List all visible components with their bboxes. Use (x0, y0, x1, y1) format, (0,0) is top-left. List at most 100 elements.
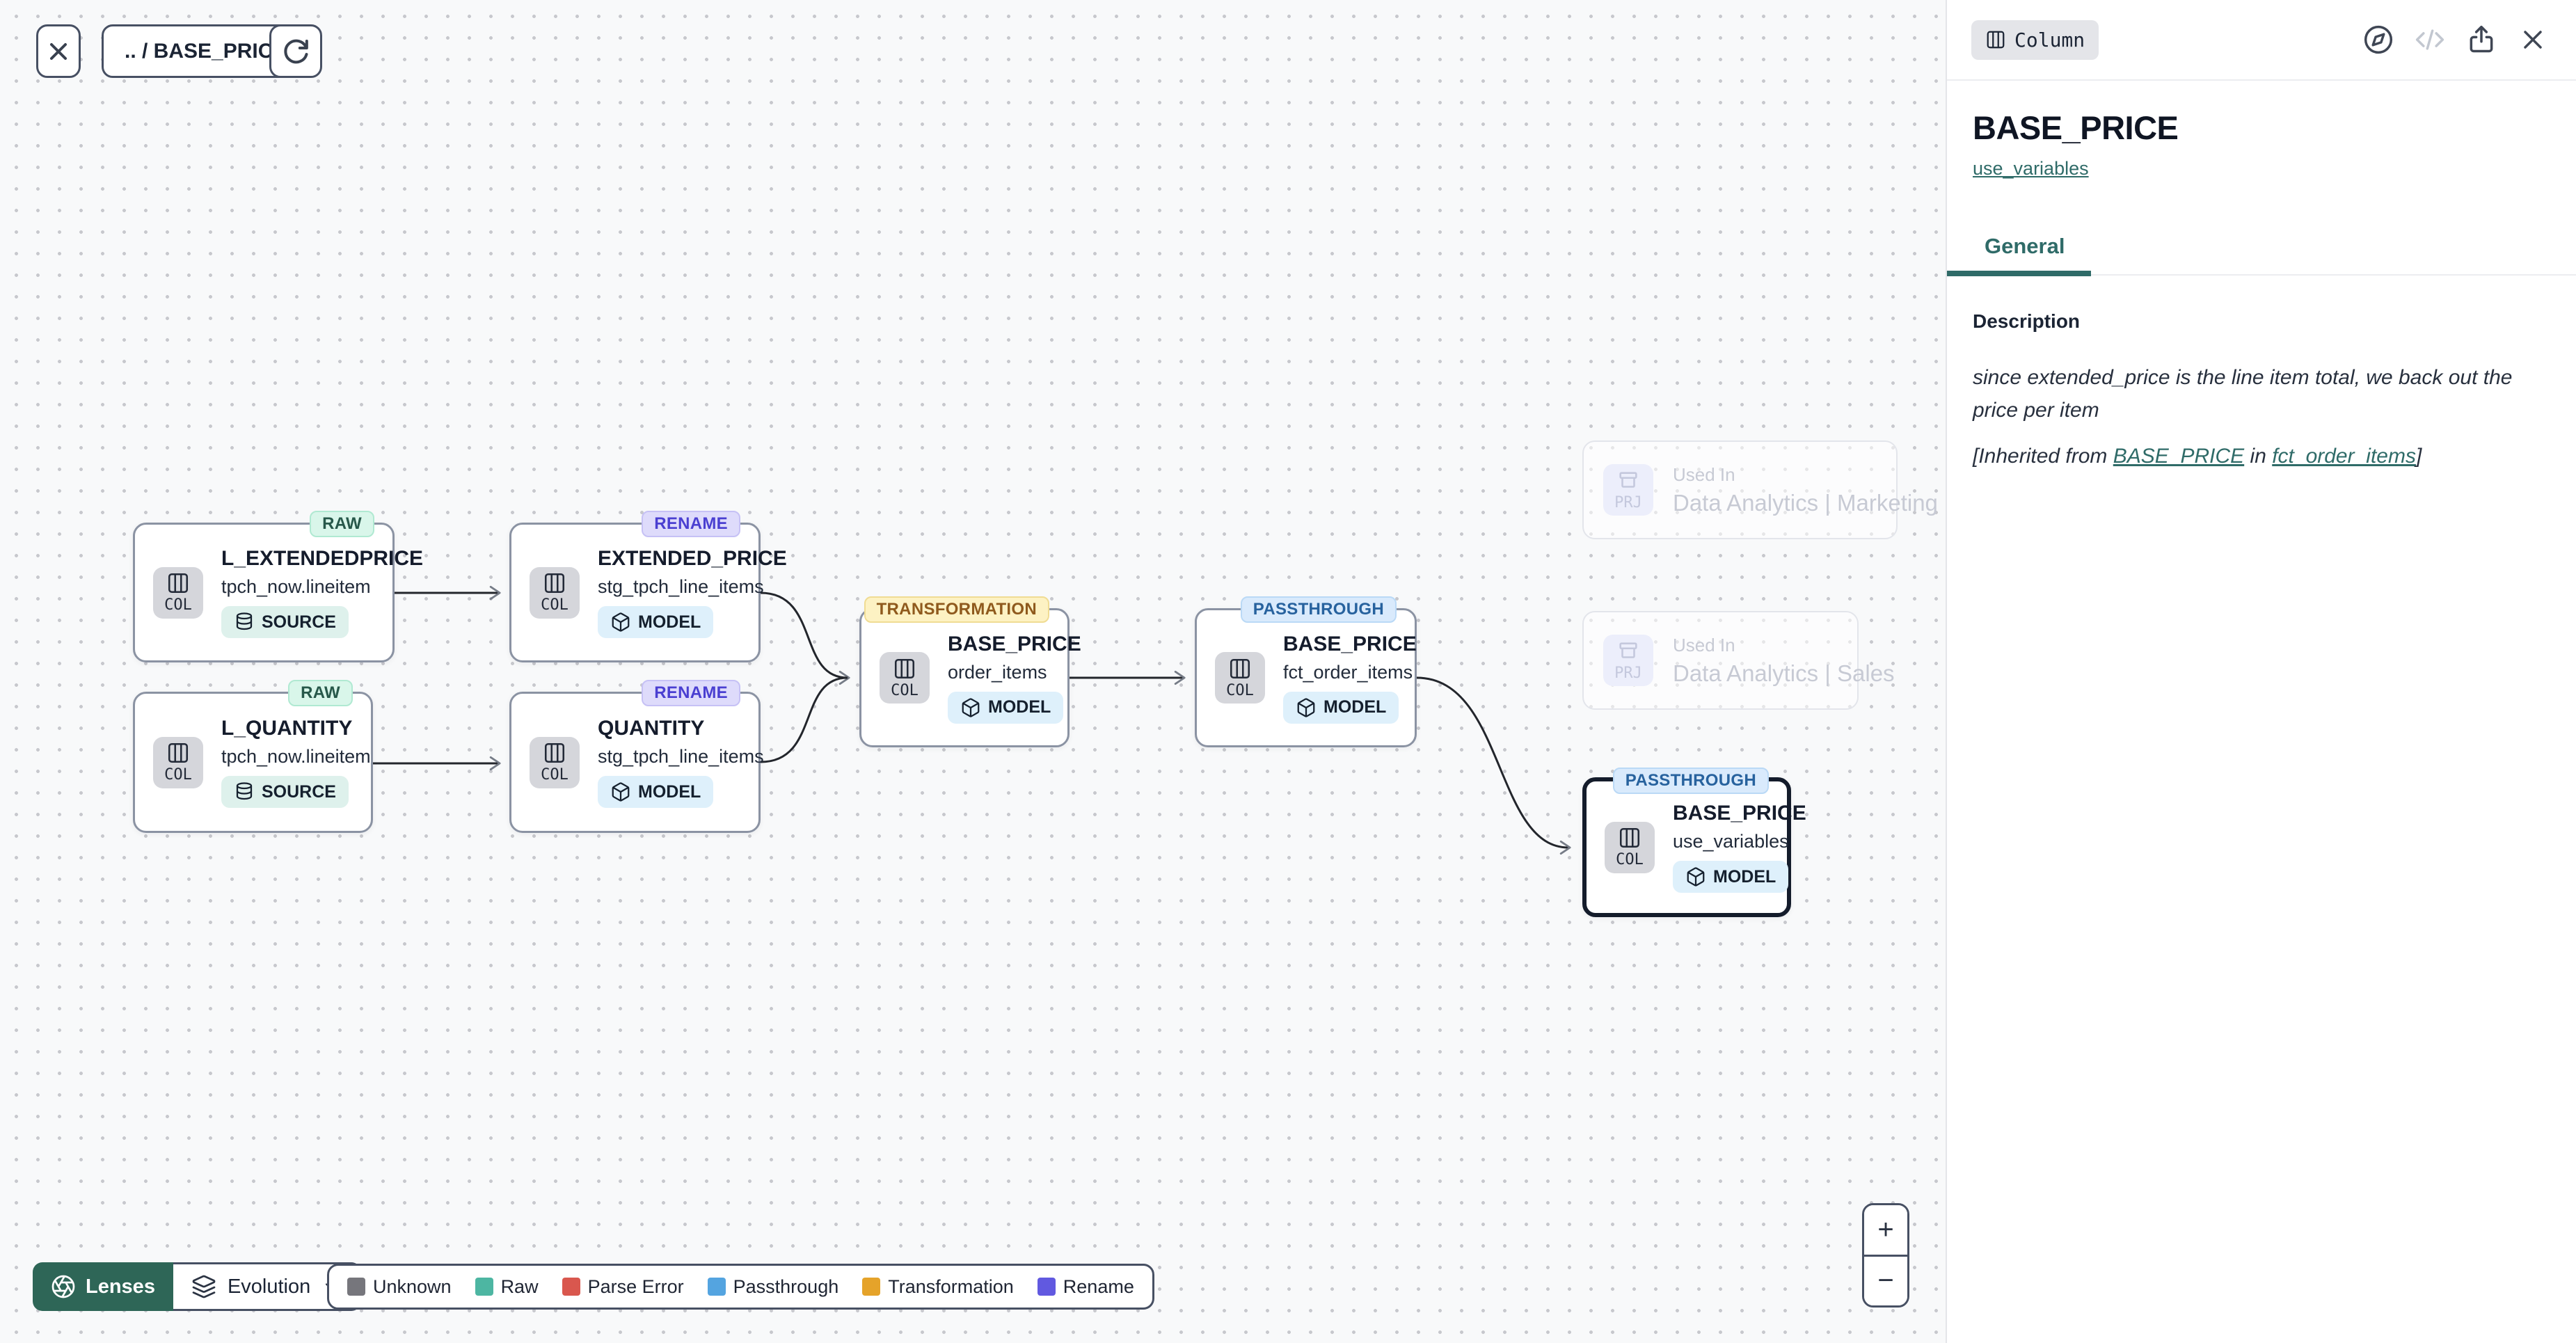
column-chip: COL (153, 736, 203, 788)
zoom-out-button[interactable]: − (1864, 1256, 1907, 1305)
lineage-node-l-extendedprice[interactable]: RAW COL L_EXTENDEDPRICE tpch_now.lineite… (133, 511, 423, 662)
model-name: tpch_now.lineitem (221, 746, 371, 767)
legend-item-parse-error: Parse Error (562, 1276, 684, 1298)
column-chip: COL (1605, 821, 1655, 873)
asset-type-pill: MODEL (1283, 691, 1399, 724)
inherited-prefix: [Inherited from (1973, 445, 2113, 468)
model-name: use_variables (1673, 831, 1789, 852)
asset-type-pill: MODEL (598, 776, 714, 808)
legend-label: Passthrough (733, 1276, 839, 1297)
cube-icon (612, 612, 630, 632)
chip-label: COL (891, 681, 919, 699)
used-in-node-sales[interactable]: PRJ Used In Data Analytics | Sales (1582, 611, 1895, 710)
change-type-legend: Unknown Raw Parse Error Passthrough Tran… (327, 1264, 1154, 1310)
tab-general[interactable]: General (1985, 234, 2065, 258)
lenses-label: Lenses (86, 1275, 155, 1298)
column-name: BASE_PRICE (1283, 632, 1417, 655)
column-chip: COL (530, 566, 580, 619)
compass-icon (2364, 25, 2393, 54)
close-panel-button[interactable] (2516, 23, 2550, 56)
column-chip: COL (880, 652, 930, 704)
column-name: L_EXTENDEDPRICE (221, 547, 424, 570)
detail-panel-header: Column (1947, 0, 2576, 81)
lineage-node-quantity[interactable]: RENAME COL QUANTITY stg_tpch_line_items … (509, 680, 764, 833)
asset-type-label: MODEL (638, 612, 701, 632)
code-button[interactable] (2413, 23, 2447, 56)
chip-label: COL (541, 596, 569, 614)
legend-swatch (562, 1278, 580, 1296)
lineage-node-extended-price[interactable]: RENAME COL EXTENDED_PRICE stg_tpch_line_… (509, 511, 787, 662)
breadcrumb-label: .. / BASE_PRICE (125, 39, 287, 63)
cube-icon (1687, 867, 1705, 887)
project-name: Data Analytics | Sales (1673, 660, 1895, 686)
columns-icon (544, 742, 565, 763)
active-tab-indicator (1947, 271, 2091, 276)
code-icon (2415, 29, 2444, 50)
model-name: stg_tpch_line_items (598, 746, 764, 767)
columns-icon (894, 658, 915, 678)
legend-item-passthrough: Passthrough (707, 1276, 839, 1298)
close-lineage-button[interactable] (36, 24, 81, 78)
panel-actions (2362, 23, 2550, 56)
used-in-label: Used In (1673, 463, 1735, 485)
change-type-badge: TRANSFORMATION (864, 596, 1049, 623)
column-name: QUANTITY (598, 717, 705, 740)
lineage-node-base-price-use-variables[interactable]: PASSTHROUGH COL BASE_PRICE use_variables… (1582, 768, 1806, 917)
legend-label: Transformation (888, 1276, 1014, 1297)
used-in-node-marketing[interactable]: PRJ Used In Data Analytics | Marketing (1582, 440, 1938, 539)
columns-icon (1230, 658, 1250, 678)
chip-label: PRJ (1614, 664, 1642, 682)
asset-type-pill: MODEL (1673, 861, 1789, 893)
chip-label: COL (164, 766, 192, 784)
inherited-mid: in (2244, 445, 2273, 468)
aperture-icon (51, 1275, 75, 1298)
model-link[interactable]: use_variables (1973, 158, 2089, 179)
inherited-suffix: ] (2415, 445, 2422, 468)
panel-title-block: BASE_PRICE use_variables (1947, 81, 2576, 180)
share-button[interactable] (2465, 23, 2498, 56)
column-chip: COL (530, 736, 580, 788)
zoom-in-button[interactable]: + (1864, 1205, 1907, 1257)
refresh-button[interactable] (269, 24, 322, 78)
asset-type-pill: SOURCE (221, 606, 349, 638)
lineage-node-l-quantity[interactable]: RAW COL L_QUANTITY tpch_now.lineitem SOU… (133, 680, 373, 833)
change-type-badge: RAW (288, 680, 353, 706)
asset-type-pill: MODEL (948, 691, 1064, 724)
model-name: order_items (948, 661, 1047, 683)
column-name: L_QUANTITY (221, 717, 353, 740)
lens-bar: Lenses Evolution (33, 1262, 362, 1311)
close-icon (50, 42, 67, 60)
legend-item-unknown: Unknown (347, 1276, 452, 1298)
detail-panel: Column BASE_PRICE use_variables General … (1946, 0, 2576, 1343)
asset-type-label: SOURCE (262, 781, 336, 802)
page-title: BASE_PRICE (1973, 109, 2179, 146)
archive-icon (1619, 471, 1637, 488)
inherited-column-link[interactable]: BASE_PRICE (2113, 445, 2245, 468)
close-icon (2524, 31, 2542, 49)
description-section: Description since extended_price is the … (1947, 276, 2576, 468)
entity-type-label: Column (2014, 28, 2085, 51)
model-name: tpch_now.lineitem (221, 576, 371, 597)
change-type-badge: RENAME (642, 680, 740, 706)
asset-type-pill: MODEL (598, 606, 714, 638)
chip-label: COL (541, 766, 569, 784)
description-inherited: [Inherited from BASE_PRICE in fct_order_… (1973, 445, 2548, 468)
archive-icon (1619, 642, 1637, 658)
legend-swatch (707, 1278, 726, 1296)
legend-label: Unknown (373, 1276, 452, 1297)
entity-type-badge: Column (1971, 19, 2099, 60)
legend-swatch (475, 1278, 493, 1296)
refresh-icon (284, 39, 308, 63)
lenses-button[interactable]: Lenses (33, 1262, 173, 1311)
lineage-node-base-price-order-items[interactable]: TRANSFORMATION COL BASE_PRICE order_item… (859, 596, 1081, 747)
columns-icon (1987, 31, 2005, 49)
inherited-model-link[interactable]: fct_order_items (2272, 445, 2416, 468)
lineage-node-base-price-fct-order-items[interactable]: PASSTHROUGH COL BASE_PRICE fct_order_ite… (1195, 596, 1417, 747)
compass-button[interactable] (2362, 23, 2395, 56)
used-in-label: Used In (1673, 634, 1735, 655)
zoom-controls: + − (1862, 1203, 1909, 1308)
database-icon (236, 612, 253, 630)
chip-label: COL (1226, 681, 1254, 699)
columns-icon (168, 573, 189, 594)
legend-label: Rename (1063, 1276, 1134, 1297)
